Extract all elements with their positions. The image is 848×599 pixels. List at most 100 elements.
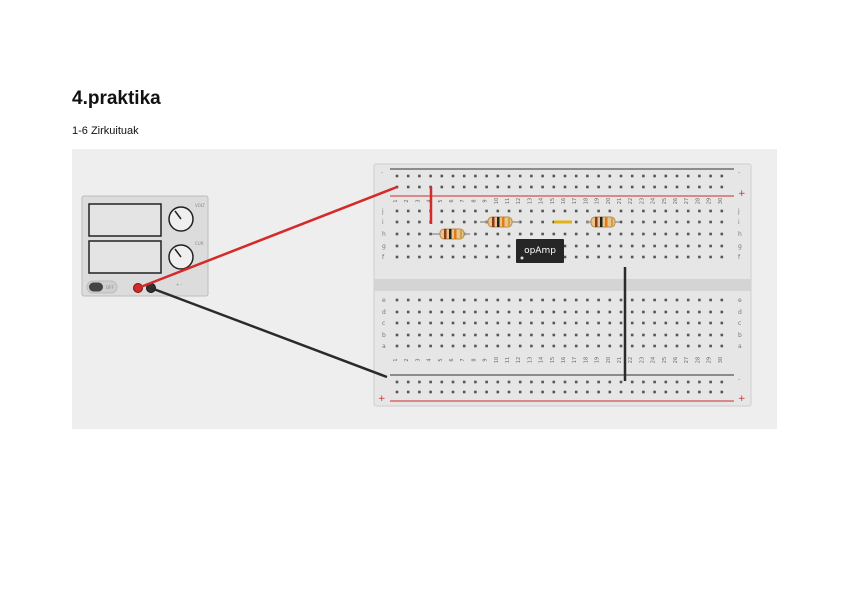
strip-hole[interactable] [675, 310, 679, 314]
rail-hole[interactable] [642, 390, 645, 394]
rail-hole[interactable] [686, 390, 690, 394]
rail-hole[interactable] [619, 174, 623, 178]
strip-hole[interactable] [462, 220, 466, 224]
rail-hole[interactable] [518, 174, 522, 178]
strip-hole[interactable] [429, 321, 432, 325]
rail-hole[interactable] [664, 380, 668, 384]
strip-hole[interactable] [406, 244, 410, 248]
strip-hole[interactable] [429, 255, 432, 259]
rail-hole[interactable] [440, 174, 444, 178]
rail-hole[interactable] [619, 380, 623, 384]
strip-hole[interactable] [664, 298, 668, 302]
rail-hole[interactable] [474, 390, 477, 394]
rail-hole[interactable] [698, 390, 701, 394]
strip-hole[interactable] [642, 333, 645, 337]
strip-hole[interactable] [406, 310, 410, 314]
rail-hole[interactable] [429, 390, 432, 394]
strip-hole[interactable] [630, 321, 634, 325]
strip-hole[interactable] [709, 244, 712, 248]
rail-hole[interactable] [653, 390, 656, 394]
strip-hole[interactable] [686, 255, 690, 259]
strip-hole[interactable] [474, 255, 477, 259]
strip-hole[interactable] [451, 298, 455, 302]
strip-hole[interactable] [418, 298, 421, 302]
strip-hole[interactable] [552, 333, 556, 337]
strip-hole[interactable] [552, 209, 556, 213]
strip-hole[interactable] [597, 321, 600, 325]
strip-hole[interactable] [720, 232, 724, 236]
strip-hole[interactable] [563, 344, 567, 348]
strip-hole[interactable] [698, 232, 701, 236]
strip-hole[interactable] [485, 232, 488, 236]
rail-hole[interactable] [418, 185, 421, 189]
rail-hole[interactable] [597, 380, 600, 384]
strip-hole[interactable] [395, 220, 399, 224]
rail-hole[interactable] [552, 174, 556, 178]
strip-hole[interactable] [608, 232, 612, 236]
strip-hole[interactable] [474, 321, 477, 325]
rail-hole[interactable] [720, 380, 724, 384]
strip-hole[interactable] [541, 344, 544, 348]
strip-hole[interactable] [451, 255, 455, 259]
strip-hole[interactable] [541, 310, 544, 314]
strip-hole[interactable] [597, 310, 600, 314]
strip-hole[interactable] [418, 310, 421, 314]
strip-hole[interactable] [720, 333, 724, 337]
strip-hole[interactable] [474, 244, 477, 248]
rail-hole[interactable] [406, 390, 410, 394]
strip-hole[interactable] [619, 310, 623, 314]
resistor-3[interactable] [586, 216, 620, 228]
strip-hole[interactable] [653, 298, 656, 302]
strip-hole[interactable] [608, 321, 612, 325]
strip-hole[interactable] [395, 255, 399, 259]
strip-hole[interactable] [418, 333, 421, 337]
strip-hole[interactable] [474, 333, 477, 337]
strip-hole[interactable] [485, 298, 488, 302]
strip-hole[interactable] [698, 310, 701, 314]
strip-hole[interactable] [608, 298, 612, 302]
strip-hole[interactable] [406, 220, 410, 224]
strip-hole[interactable] [664, 209, 668, 213]
strip-hole[interactable] [507, 298, 511, 302]
strip-hole[interactable] [451, 244, 455, 248]
rail-hole[interactable] [586, 380, 589, 384]
strip-hole[interactable] [653, 333, 656, 337]
strip-hole[interactable] [720, 344, 724, 348]
rail-hole[interactable] [395, 380, 399, 384]
strip-hole[interactable] [630, 255, 634, 259]
strip-hole[interactable] [563, 244, 567, 248]
strip-hole[interactable] [686, 209, 690, 213]
strip-hole[interactable] [440, 344, 444, 348]
strip-hole[interactable] [429, 333, 432, 337]
rail-hole[interactable] [552, 185, 556, 189]
strip-hole[interactable] [586, 209, 589, 213]
rail-hole[interactable] [507, 390, 511, 394]
rail-hole[interactable] [541, 174, 544, 178]
strip-hole[interactable] [698, 255, 701, 259]
strip-hole[interactable] [619, 209, 623, 213]
strip-hole[interactable] [462, 209, 466, 213]
strip-hole[interactable] [664, 310, 668, 314]
strip-hole[interactable] [586, 333, 589, 337]
strip-hole[interactable] [552, 310, 556, 314]
rail-hole[interactable] [440, 185, 444, 189]
rail-hole[interactable] [485, 174, 488, 178]
strip-hole[interactable] [653, 255, 656, 259]
rail-hole[interactable] [418, 174, 421, 178]
strip-hole[interactable] [563, 232, 567, 236]
rail-hole[interactable] [608, 174, 612, 178]
strip-hole[interactable] [574, 232, 578, 236]
rail-hole[interactable] [574, 185, 578, 189]
strip-hole[interactable] [709, 310, 712, 314]
strip-hole[interactable] [485, 244, 488, 248]
rail-hole[interactable] [686, 174, 690, 178]
wire-positive[interactable] [137, 185, 398, 290]
strip-hole[interactable] [530, 310, 533, 314]
strip-hole[interactable] [507, 310, 511, 314]
strip-hole[interactable] [462, 244, 466, 248]
rail-hole[interactable] [485, 390, 488, 394]
strip-hole[interactable] [597, 232, 600, 236]
strip-hole[interactable] [474, 310, 477, 314]
wire-ground[interactable] [150, 286, 388, 379]
